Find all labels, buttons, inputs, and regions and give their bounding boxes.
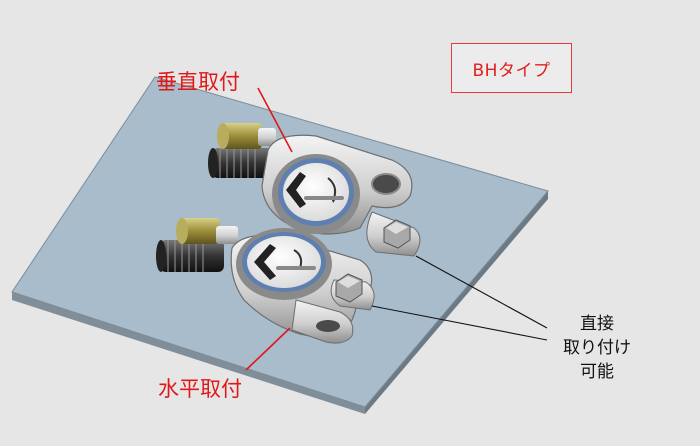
- leader-direct-upper: [415, 255, 548, 329]
- direct-mount-line-3: 可能: [580, 362, 614, 382]
- leader-vertical: [257, 87, 293, 153]
- brass-nut: [217, 123, 276, 149]
- terminal-vertical-mount: [208, 123, 421, 257]
- vertical-mount-label: 垂直取付: [156, 70, 240, 94]
- threaded-stud: [156, 240, 224, 272]
- direct-mount-line-1: 直接: [580, 314, 614, 334]
- leader-direct-lower: [371, 305, 548, 341]
- hex-bolt: [383, 219, 411, 249]
- type-label-box: BHタイプ: [451, 43, 572, 93]
- leader-lines: [245, 87, 548, 371]
- leader-horizontal: [245, 327, 291, 371]
- brand-logo: [286, 172, 344, 208]
- horizontal-mount-label: 水平取付: [158, 377, 242, 401]
- hex-bolt: [335, 273, 363, 303]
- direct-mount-label: 直接 取り付け 可能: [554, 312, 640, 384]
- brass-nut: [176, 218, 238, 244]
- threaded-stud: [208, 148, 274, 178]
- direct-mount-line-2: 取り付け: [563, 338, 631, 358]
- type-label: BHタイプ: [472, 60, 551, 81]
- terminal-horizontal-mount: [156, 218, 375, 344]
- brand-logo: [254, 244, 316, 280]
